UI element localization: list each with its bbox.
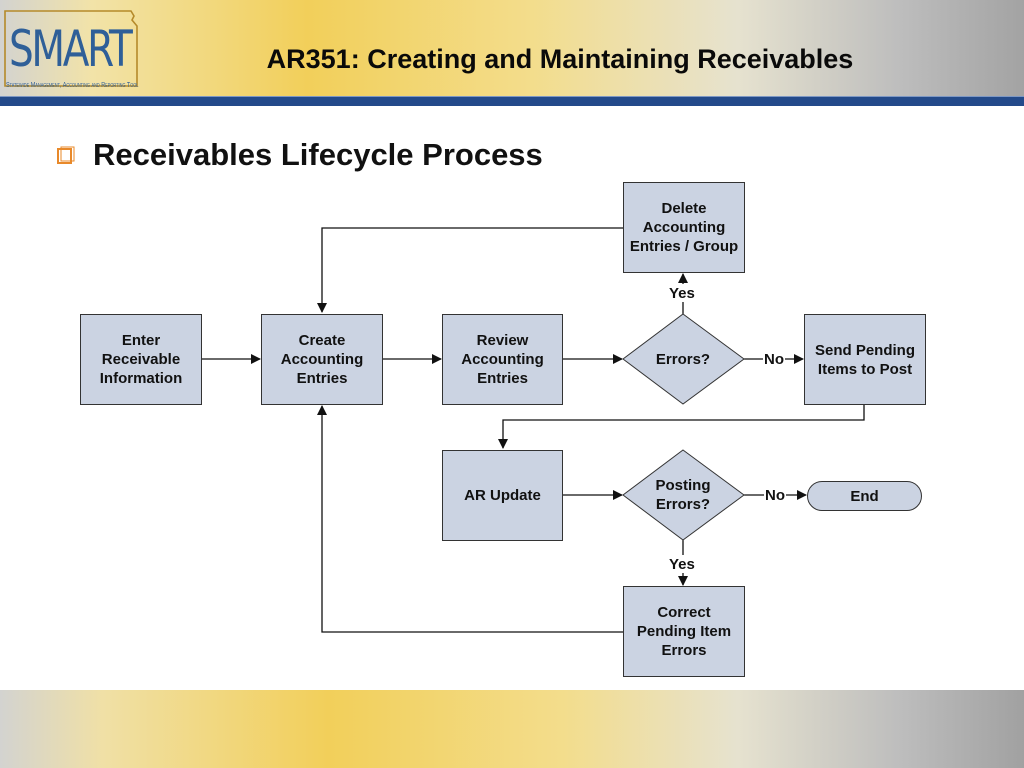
errors-decision-shape bbox=[622, 313, 745, 405]
node-correct-errors: Correct Pending Item Errors bbox=[623, 586, 745, 677]
node-delete-entries: Delete Accounting Entries / Group bbox=[623, 182, 745, 273]
smart-logo: SMART bbox=[3, 8, 143, 94]
page-title: AR351: Creating and Maintaining Receivab… bbox=[266, 44, 854, 74]
node-ar-update: AR Update bbox=[442, 450, 563, 541]
node-enter-receivable: Enter Receivable Information bbox=[80, 314, 202, 405]
header-banner bbox=[0, 0, 1024, 97]
edge-label-posting-yes: Yes bbox=[668, 556, 696, 573]
footer-banner bbox=[0, 690, 1024, 768]
posting-errors-decision-shape bbox=[622, 449, 745, 541]
checkbox-bullet-icon bbox=[57, 146, 75, 164]
section-heading: Receivables Lifecycle Process bbox=[93, 137, 543, 172]
arrow-send-to-arupdate bbox=[498, 405, 865, 449]
edge-label-posting-no: No bbox=[764, 487, 786, 504]
logo-wordmark: SMART bbox=[9, 20, 133, 78]
node-review-entries: Review Accounting Entries bbox=[442, 314, 563, 405]
kansas-outline-icon bbox=[4, 10, 138, 87]
arrow-correct-to-create bbox=[317, 405, 623, 633]
logo-tagline: Statewide Management, Accounting and Rep… bbox=[6, 82, 139, 89]
node-send-pending: Send Pending Items to Post bbox=[804, 314, 926, 405]
node-create-entries: Create Accounting Entries bbox=[261, 314, 383, 405]
errors-decision-label: Errors? bbox=[655, 350, 711, 368]
posting-errors-decision-label: Posting Errors? bbox=[655, 477, 711, 513]
header-rule bbox=[0, 97, 1024, 106]
edge-label-errors-yes: Yes bbox=[668, 285, 696, 302]
node-end: End bbox=[807, 481, 922, 511]
arrow-delete-to-create bbox=[317, 227, 623, 313]
edge-label-errors-no: No bbox=[763, 351, 785, 368]
